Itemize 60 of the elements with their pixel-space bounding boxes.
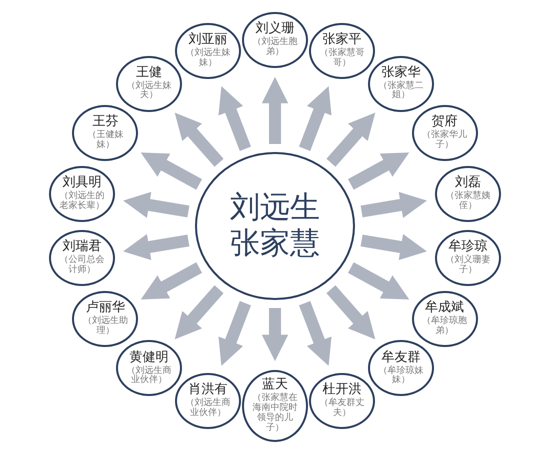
- relation-note: （刘远生助理）: [82, 317, 129, 337]
- relation-note: （公司总会计师）: [58, 256, 106, 276]
- arrow: [299, 301, 332, 366]
- relation-note: （牟珍琼妹妹）: [377, 366, 424, 386]
- arrow: [174, 112, 224, 167]
- arrow: [326, 112, 376, 167]
- arrow: [326, 285, 376, 340]
- relation-note: （刘远生胞弟）: [252, 38, 298, 58]
- arrow: [262, 308, 288, 362]
- relation-note: （张家慧二姐）: [377, 82, 424, 102]
- relation-note: （王健妹妹）: [86, 131, 124, 151]
- person-name: 张家慧: [230, 226, 320, 262]
- person-name: 蓝天: [262, 378, 288, 392]
- relation-note: （刘远生商业伙伴）: [184, 398, 232, 419]
- relation-note: （张家慧哥哥）: [318, 49, 366, 70]
- person-name: 黄健明: [130, 350, 168, 366]
- person-name: 张家平: [322, 33, 362, 48]
- relation-note: （张家慧在海南中院时领导的儿子）: [252, 394, 298, 434]
- arrow: [140, 152, 202, 190]
- arrow: [360, 234, 427, 260]
- relation-note: （刘义珊妻子）: [444, 256, 492, 276]
- relation-note: （刘远生妹妹）: [184, 49, 232, 70]
- arrow: [348, 262, 410, 300]
- person-name: 刘远生: [230, 190, 320, 226]
- person-name: 王芬: [92, 115, 118, 130]
- person-ellipse: [116, 340, 182, 396]
- relation-note: （张家华儿子）: [421, 131, 468, 151]
- person-name: 牟友群: [381, 350, 420, 366]
- arrow: [218, 301, 251, 366]
- person-name: 刘义珊: [256, 22, 294, 36]
- person-name: 杜开洪: [322, 382, 362, 398]
- relation-note: （牟友群丈夫）: [318, 398, 366, 419]
- person-name: 张家华: [381, 66, 420, 80]
- relation-note: （刘远生商业伙伴）: [126, 366, 172, 386]
- person-ellipse: [368, 56, 434, 112]
- arrow: [360, 192, 427, 218]
- relation-note: （牟珍琼胞弟）: [421, 317, 468, 337]
- person-name: 牟珍琼: [448, 240, 488, 254]
- person-ellipse: [116, 56, 182, 112]
- arrow: [348, 152, 410, 190]
- person-name: 王健: [136, 66, 162, 80]
- person-name: 刘磊: [455, 176, 482, 190]
- arrow: [123, 192, 190, 218]
- person-name: 卢丽华: [86, 301, 125, 316]
- person-name: 刘亚丽: [188, 33, 228, 48]
- person-name: 牟成斌: [425, 301, 464, 316]
- arrow: [299, 86, 332, 151]
- arrow: [262, 76, 288, 144]
- relation-note: （张家慧姨侄）: [444, 192, 492, 212]
- arrow: [174, 285, 224, 340]
- person-name: 刘具明: [62, 176, 102, 190]
- relation-note: （刘远生妹夫）: [126, 82, 172, 102]
- person-ellipse: [368, 340, 434, 396]
- person-name: 肖洪有: [188, 382, 228, 398]
- arrow: [218, 86, 251, 151]
- arrow: [123, 234, 190, 260]
- arrow: [140, 262, 202, 300]
- relation-note: （刘远生的老家长辈）: [58, 192, 106, 212]
- person-name: 刘瑞君: [62, 240, 102, 254]
- person-name: 贺府: [432, 115, 458, 130]
